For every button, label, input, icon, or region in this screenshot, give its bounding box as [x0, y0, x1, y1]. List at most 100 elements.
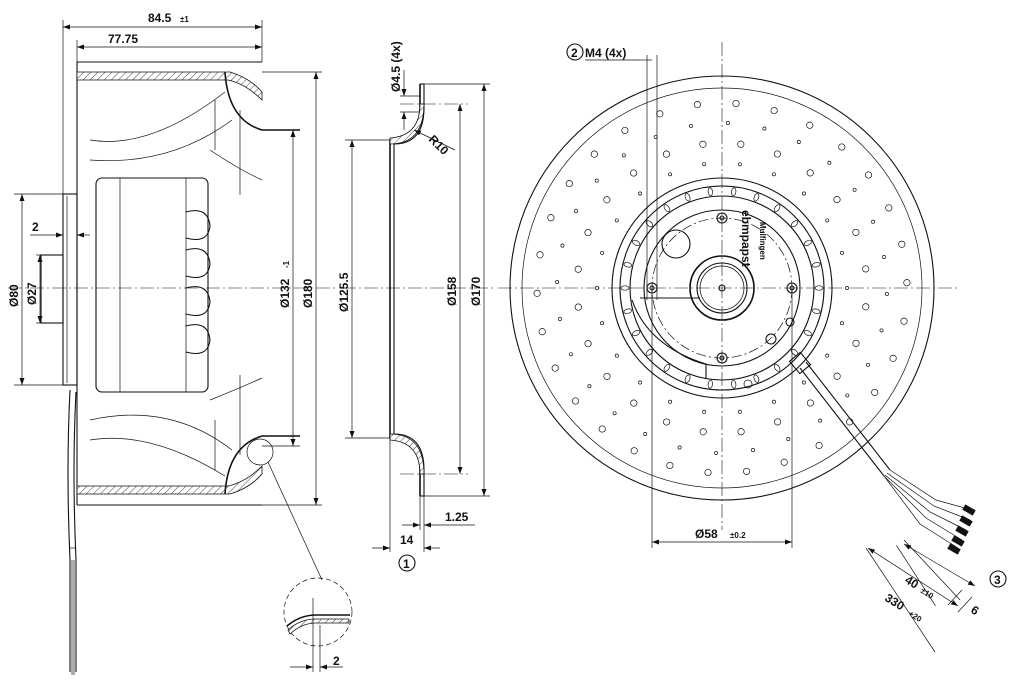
blade-hole: [900, 317, 908, 325]
blade-hole: [801, 191, 806, 196]
dim-strip-tol: ±10: [919, 586, 936, 601]
blade-hole: [852, 228, 860, 236]
detail-profile: [286, 614, 350, 627]
blade-hole: [762, 126, 767, 131]
blade-hole: [547, 214, 555, 222]
rotor-rib: [731, 379, 737, 389]
blade-hole: [732, 99, 740, 108]
detail-section: [287, 618, 350, 635]
detail-circle: [283, 577, 353, 647]
blade-hole: [621, 153, 626, 158]
impeller-inner-ring: [521, 87, 923, 489]
blade-hole: [796, 140, 801, 144]
callout-cable: 3: [994, 573, 1001, 587]
blade-hole: [751, 448, 755, 453]
blade-hole: [702, 409, 707, 414]
callout-1: 1: [403, 557, 410, 571]
blade-hole: [801, 380, 806, 385]
shaft: [718, 284, 726, 292]
rotor-rib: [814, 285, 824, 291]
blade-hole: [638, 191, 643, 196]
front-view: ebmpapst Mulfingen 2 M4 (4x): [498, 42, 1007, 653]
motor-rotor: [95, 177, 209, 393]
rotor-rib: [753, 374, 760, 383]
blade-hole: [677, 445, 682, 450]
rotor-rib: [731, 187, 737, 197]
blade-hole: [737, 140, 745, 148]
dim-lead-end: 6: [968, 603, 981, 619]
dim-thread: M4 (4x): [585, 46, 626, 60]
blade-hole: [889, 354, 897, 362]
blade-hole: [643, 432, 648, 436]
blade-hole: [668, 172, 673, 177]
blade-hole: [833, 196, 841, 204]
rotor-rib: [803, 239, 812, 246]
motor-outer-ring: [611, 177, 833, 399]
blade-hole: [663, 418, 671, 426]
impeller-backplate: [76, 61, 262, 506]
rotor-rib: [773, 363, 781, 372]
blade-hole: [806, 169, 814, 177]
blade-hole: [852, 339, 860, 347]
blade-hole: [737, 162, 742, 167]
blade-hole: [771, 172, 776, 177]
rotor-rib: [684, 374, 691, 383]
motor-flange: [62, 193, 78, 386]
blade-hole: [786, 437, 791, 442]
blade-hole: [825, 218, 830, 223]
blade-hole: [743, 467, 751, 475]
blade-hole: [882, 255, 887, 259]
blade-hole: [574, 265, 582, 273]
blade-hole: [568, 352, 573, 357]
blade-hole: [852, 187, 857, 192]
motor-ring-2: [619, 185, 825, 391]
blade-hole: [773, 150, 781, 158]
callout-thread: 2: [571, 46, 578, 60]
blade-hole: [770, 106, 778, 115]
dim-cable: 330: [882, 591, 907, 614]
dim-strip: 40: [902, 573, 921, 592]
blade-hole: [630, 399, 638, 407]
blade-hole: [845, 286, 849, 290]
cable: [788, 351, 976, 555]
dim-impeller-length: 77.75: [108, 32, 138, 46]
blade-hole: [584, 340, 592, 348]
hub-inner: [696, 262, 748, 314]
blade-hole: [600, 250, 605, 255]
blade-hole: [771, 399, 776, 404]
dim-detail-gap: 2: [333, 654, 340, 668]
blade-hole: [600, 321, 605, 326]
rotor-rib: [632, 330, 641, 337]
blade-hole: [603, 372, 611, 380]
callout-1-circle: [398, 554, 416, 572]
blade-hole: [598, 425, 606, 433]
dim-overall-length: 84.5: [148, 11, 172, 25]
dim-outer-dia: Ø170: [469, 276, 483, 306]
side-view: 84.5 ±1 77.75 2 Ø80 Ø27 Ø132 -1 Ø180: [7, 11, 335, 675]
shroud-top: [224, 71, 300, 131]
blade-hole: [565, 180, 573, 188]
blade-hole: [668, 399, 673, 404]
blade-hole: [815, 441, 823, 450]
blade-hole: [614, 353, 619, 358]
blade-hole: [871, 388, 879, 396]
capacitor: [661, 229, 691, 259]
blade-hole: [621, 126, 629, 135]
blade-hole: [584, 229, 592, 237]
blade-hole: [630, 169, 638, 177]
dim-inner-dia: Ø125.5: [337, 272, 351, 312]
impeller-blades: [89, 91, 263, 477]
rotor-slots: [185, 210, 211, 355]
brand-label: ebmpapst: [739, 210, 753, 267]
rotor-rib: [707, 187, 713, 197]
dim-hub-dia-tol: ±0.2: [730, 531, 746, 540]
blade-hole: [737, 428, 745, 436]
backplate-section-top: [76, 71, 263, 101]
dim-overall-length-tol: ±1: [180, 15, 189, 24]
blade-hole: [898, 240, 906, 248]
dim-hub-dia: Ø58: [695, 527, 718, 541]
blade-hole: [737, 409, 742, 414]
callout-2-circle: [566, 43, 584, 61]
blade-hole: [574, 209, 578, 214]
blade-hole: [571, 397, 580, 405]
